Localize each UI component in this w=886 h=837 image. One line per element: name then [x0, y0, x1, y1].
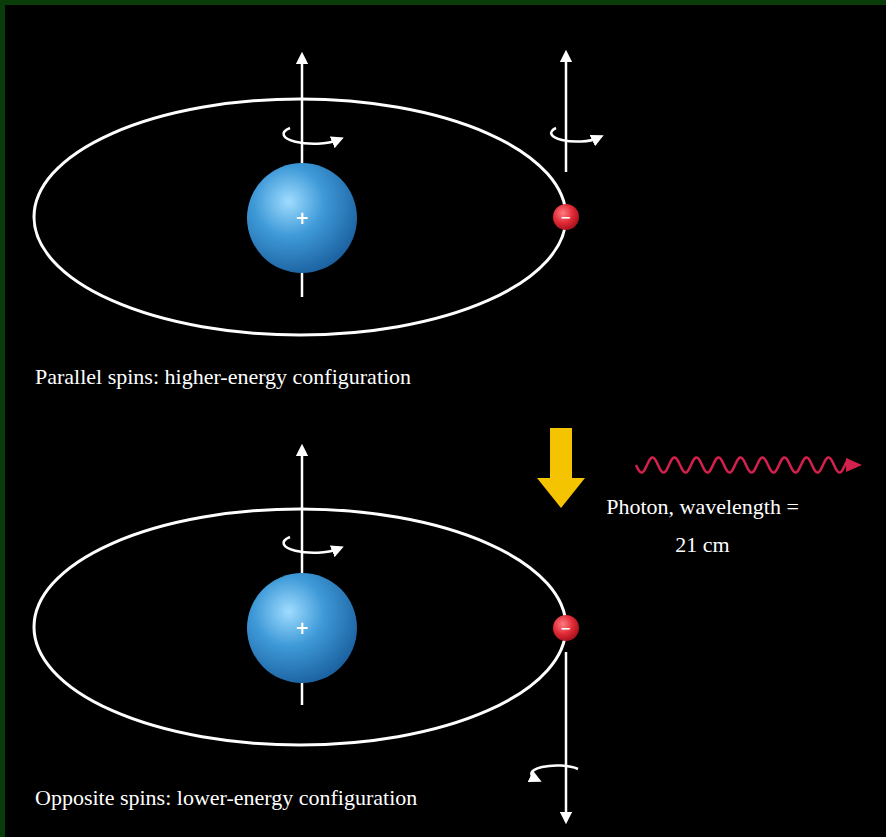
- photon-arrowhead: [846, 458, 862, 472]
- electron-sphere: −: [553, 204, 579, 230]
- spin-axis: [565, 56, 568, 172]
- rotation-arrow: [284, 128, 338, 144]
- charge-sign: +: [295, 620, 309, 637]
- background-panel: [5, 5, 886, 837]
- charge-sign: −: [561, 622, 572, 635]
- spin-axis: [565, 652, 568, 818]
- rotation-arrow: [531, 765, 578, 779]
- configuration-caption: Opposite spins: lower-energy configurati…: [35, 779, 417, 817]
- charge-sign: +: [295, 210, 309, 227]
- orbit: [34, 99, 566, 335]
- proton-sphere: +: [247, 573, 357, 683]
- charge-sign: −: [561, 211, 572, 224]
- orbit: [34, 509, 566, 745]
- electron-sphere: −: [553, 615, 579, 641]
- rotation-arrow: [284, 537, 338, 553]
- proton-sphere: +: [247, 163, 357, 273]
- configuration-caption: Parallel spins: higher-energy configurat…: [35, 358, 411, 396]
- photon-label: Photon, wavelength = 21 cm: [600, 488, 805, 564]
- photon-wave: [636, 457, 848, 472]
- transition-arrow: [537, 428, 585, 508]
- rotation-arrow: [551, 128, 598, 142]
